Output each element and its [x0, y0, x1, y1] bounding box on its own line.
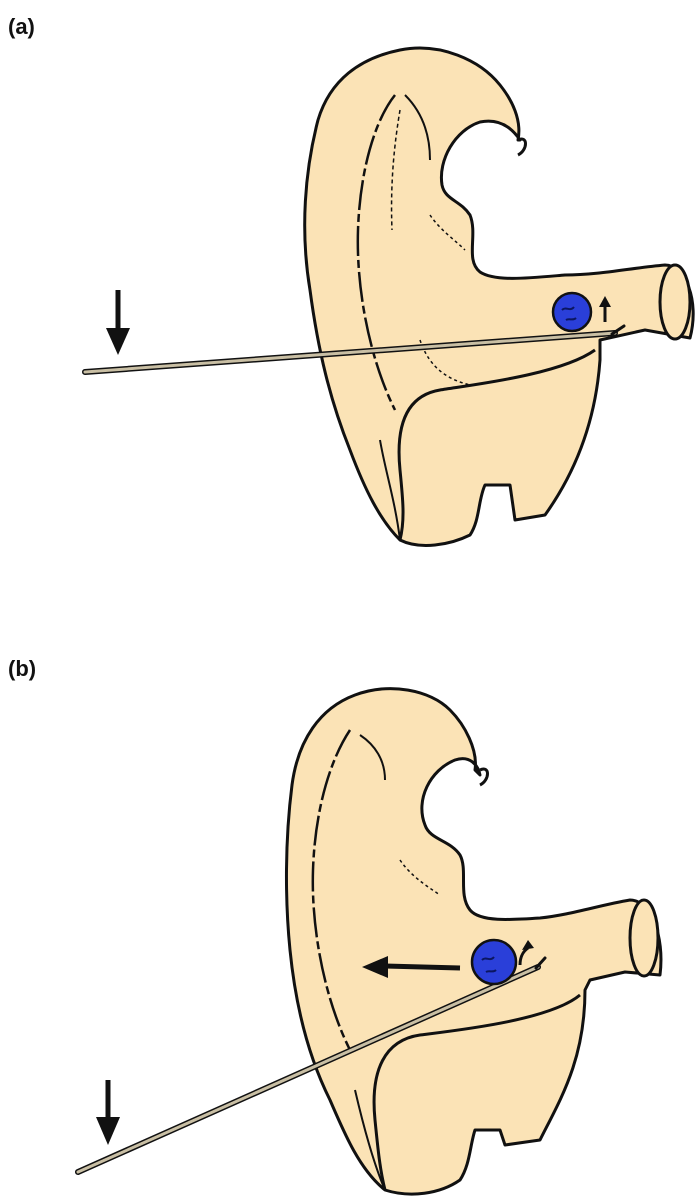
ear-canal-opening — [660, 265, 690, 339]
helix-tip — [480, 769, 488, 785]
ear-canal-opening — [630, 900, 658, 976]
down-arrow-icon — [96, 1080, 120, 1145]
foreign-body-bead — [553, 293, 591, 331]
ear-illustration — [286, 689, 661, 1194]
foreign-body-bead — [472, 940, 516, 984]
ear-diagram-a — [0, 0, 696, 580]
down-arrow-icon — [106, 290, 130, 355]
panel-a: (a) — [0, 0, 696, 580]
panel-b: (b) — [0, 600, 696, 1198]
ear-diagram-b — [0, 600, 696, 1198]
